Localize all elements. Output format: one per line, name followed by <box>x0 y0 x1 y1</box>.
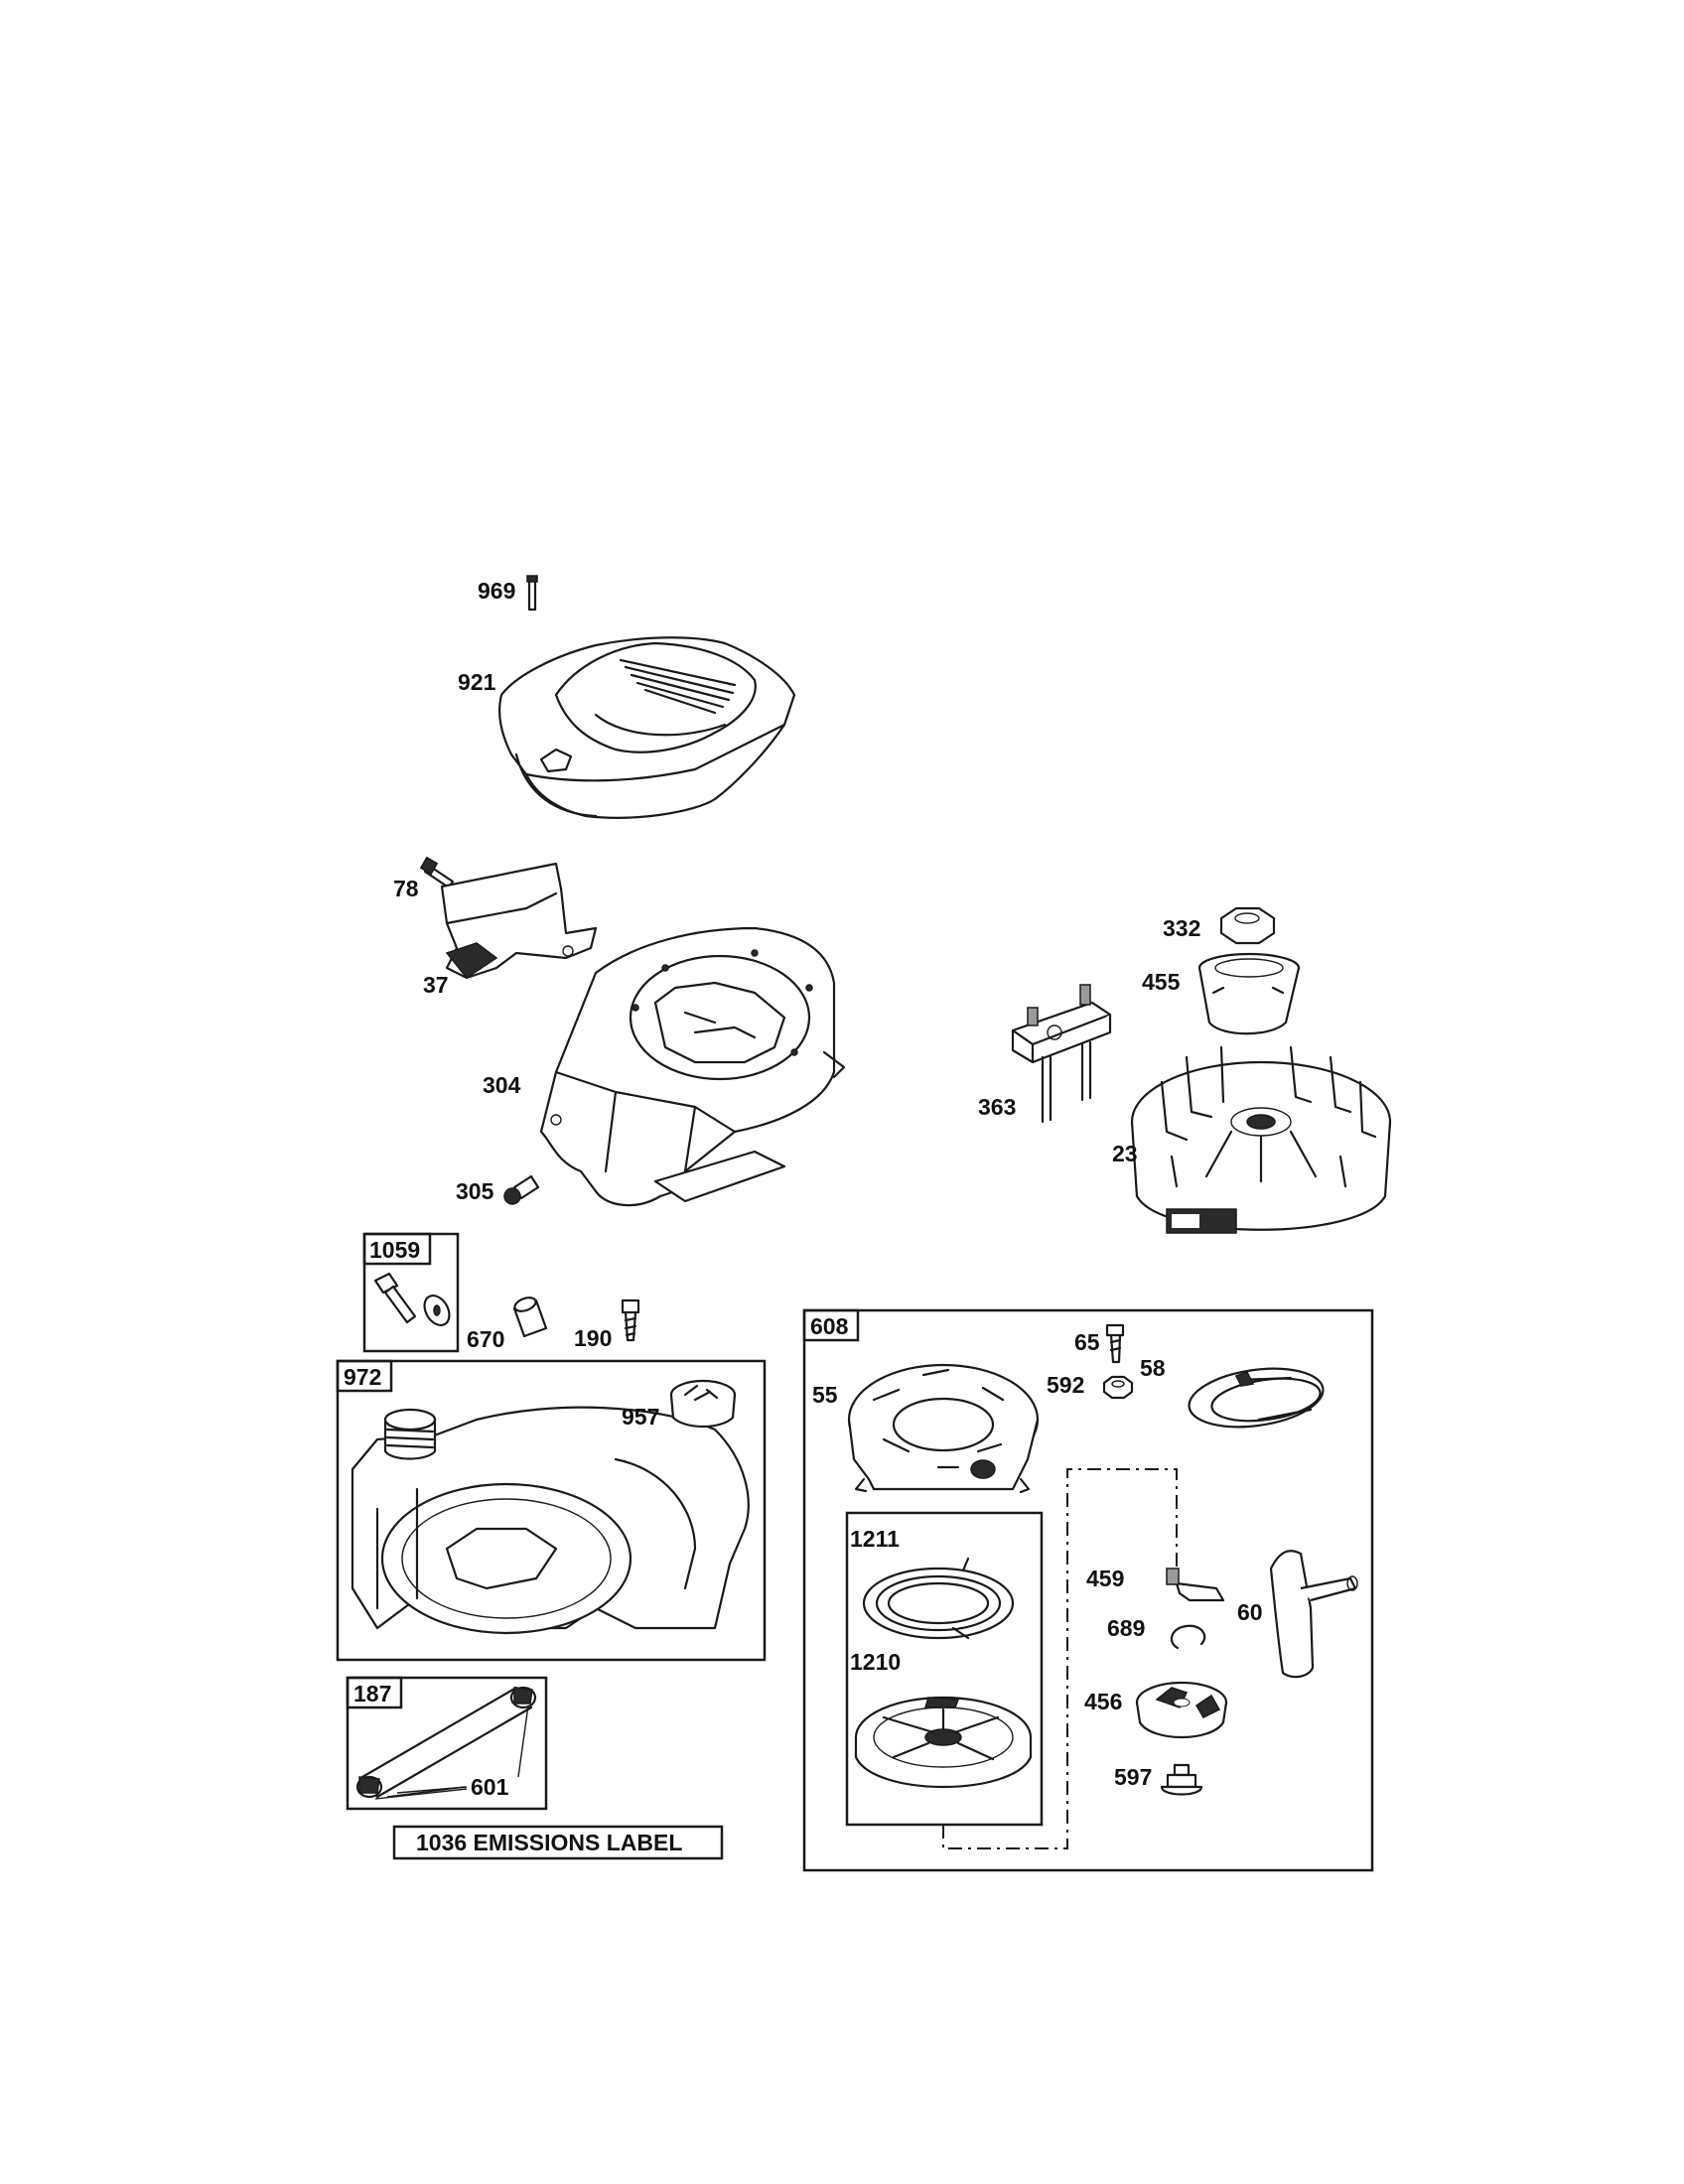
part-304-blower-housing <box>539 926 846 1207</box>
label-459: 459 <box>1086 1566 1124 1591</box>
part-332-nut <box>1219 906 1276 945</box>
part-592-nut <box>1102 1375 1134 1400</box>
kit-label-972: 972 <box>344 1364 381 1390</box>
part-305-screw <box>503 1174 540 1205</box>
part-1211-spring <box>862 1557 1015 1640</box>
label-65: 65 <box>1074 1329 1100 1355</box>
label-58: 58 <box>1140 1355 1166 1381</box>
label-969: 969 <box>478 578 515 604</box>
part-957-oil-cap <box>669 1379 737 1428</box>
label-689: 689 <box>1107 1615 1145 1641</box>
emissions-label: 1036 EMISSIONS LABEL <box>416 1830 682 1855</box>
label-363: 363 <box>978 1094 1016 1120</box>
part-78-screw <box>419 856 455 889</box>
part-1210-pulley <box>854 1696 1033 1789</box>
part-456-ratchet <box>1135 1681 1228 1738</box>
part-689-retainer <box>1170 1624 1206 1650</box>
label-37: 37 <box>423 972 449 998</box>
part-60-handle <box>1269 1550 1358 1679</box>
part-23-flywheel <box>1130 1045 1392 1234</box>
kit-187-box <box>346 1676 548 1811</box>
label-60: 60 <box>1237 1599 1263 1625</box>
label-601: 601 <box>471 1774 509 1800</box>
kit-1059-box <box>362 1232 460 1353</box>
label-455: 455 <box>1142 969 1181 995</box>
label-304: 304 <box>483 1072 521 1098</box>
label-597: 597 <box>1114 1764 1152 1790</box>
label-592: 592 <box>1047 1372 1084 1398</box>
part-190-screw <box>621 1298 640 1342</box>
kit-label-1059: 1059 <box>369 1237 420 1263</box>
kit-972-box <box>336 1359 767 1662</box>
label-957: 957 <box>622 1404 659 1430</box>
label-1211: 1211 <box>850 1526 900 1552</box>
label-55: 55 <box>812 1382 838 1408</box>
kit-label-187: 187 <box>353 1681 391 1706</box>
label-23: 23 <box>1112 1141 1138 1166</box>
part-921-cover <box>497 636 796 819</box>
label-921: 921 <box>458 669 496 695</box>
kit-label-608: 608 <box>810 1313 849 1339</box>
label-1210: 1210 <box>850 1649 901 1675</box>
label-670: 670 <box>467 1326 504 1352</box>
label-305: 305 <box>456 1178 494 1204</box>
part-969-screw <box>526 575 538 612</box>
kit-608-box <box>802 1308 1374 1872</box>
part-55-starter-housing <box>847 1363 1040 1494</box>
label-78: 78 <box>393 876 419 901</box>
part-37-baffle <box>440 862 598 980</box>
part-58-rope <box>1188 1367 1325 1429</box>
dash-connector <box>942 1468 1178 1849</box>
label-190: 190 <box>574 1325 612 1351</box>
part-363-armature <box>1011 984 1112 1124</box>
part-455-starter-cup <box>1197 952 1301 1035</box>
part-459-pawl <box>1166 1568 1225 1602</box>
part-65-screw <box>1105 1323 1125 1364</box>
leader-601 <box>386 1786 466 1798</box>
part-670-spacer <box>512 1297 548 1338</box>
label-332: 332 <box>1163 915 1200 941</box>
label-456: 456 <box>1084 1689 1122 1714</box>
part-597-screw <box>1160 1763 1203 1796</box>
emissions-label-box <box>392 1825 724 1860</box>
